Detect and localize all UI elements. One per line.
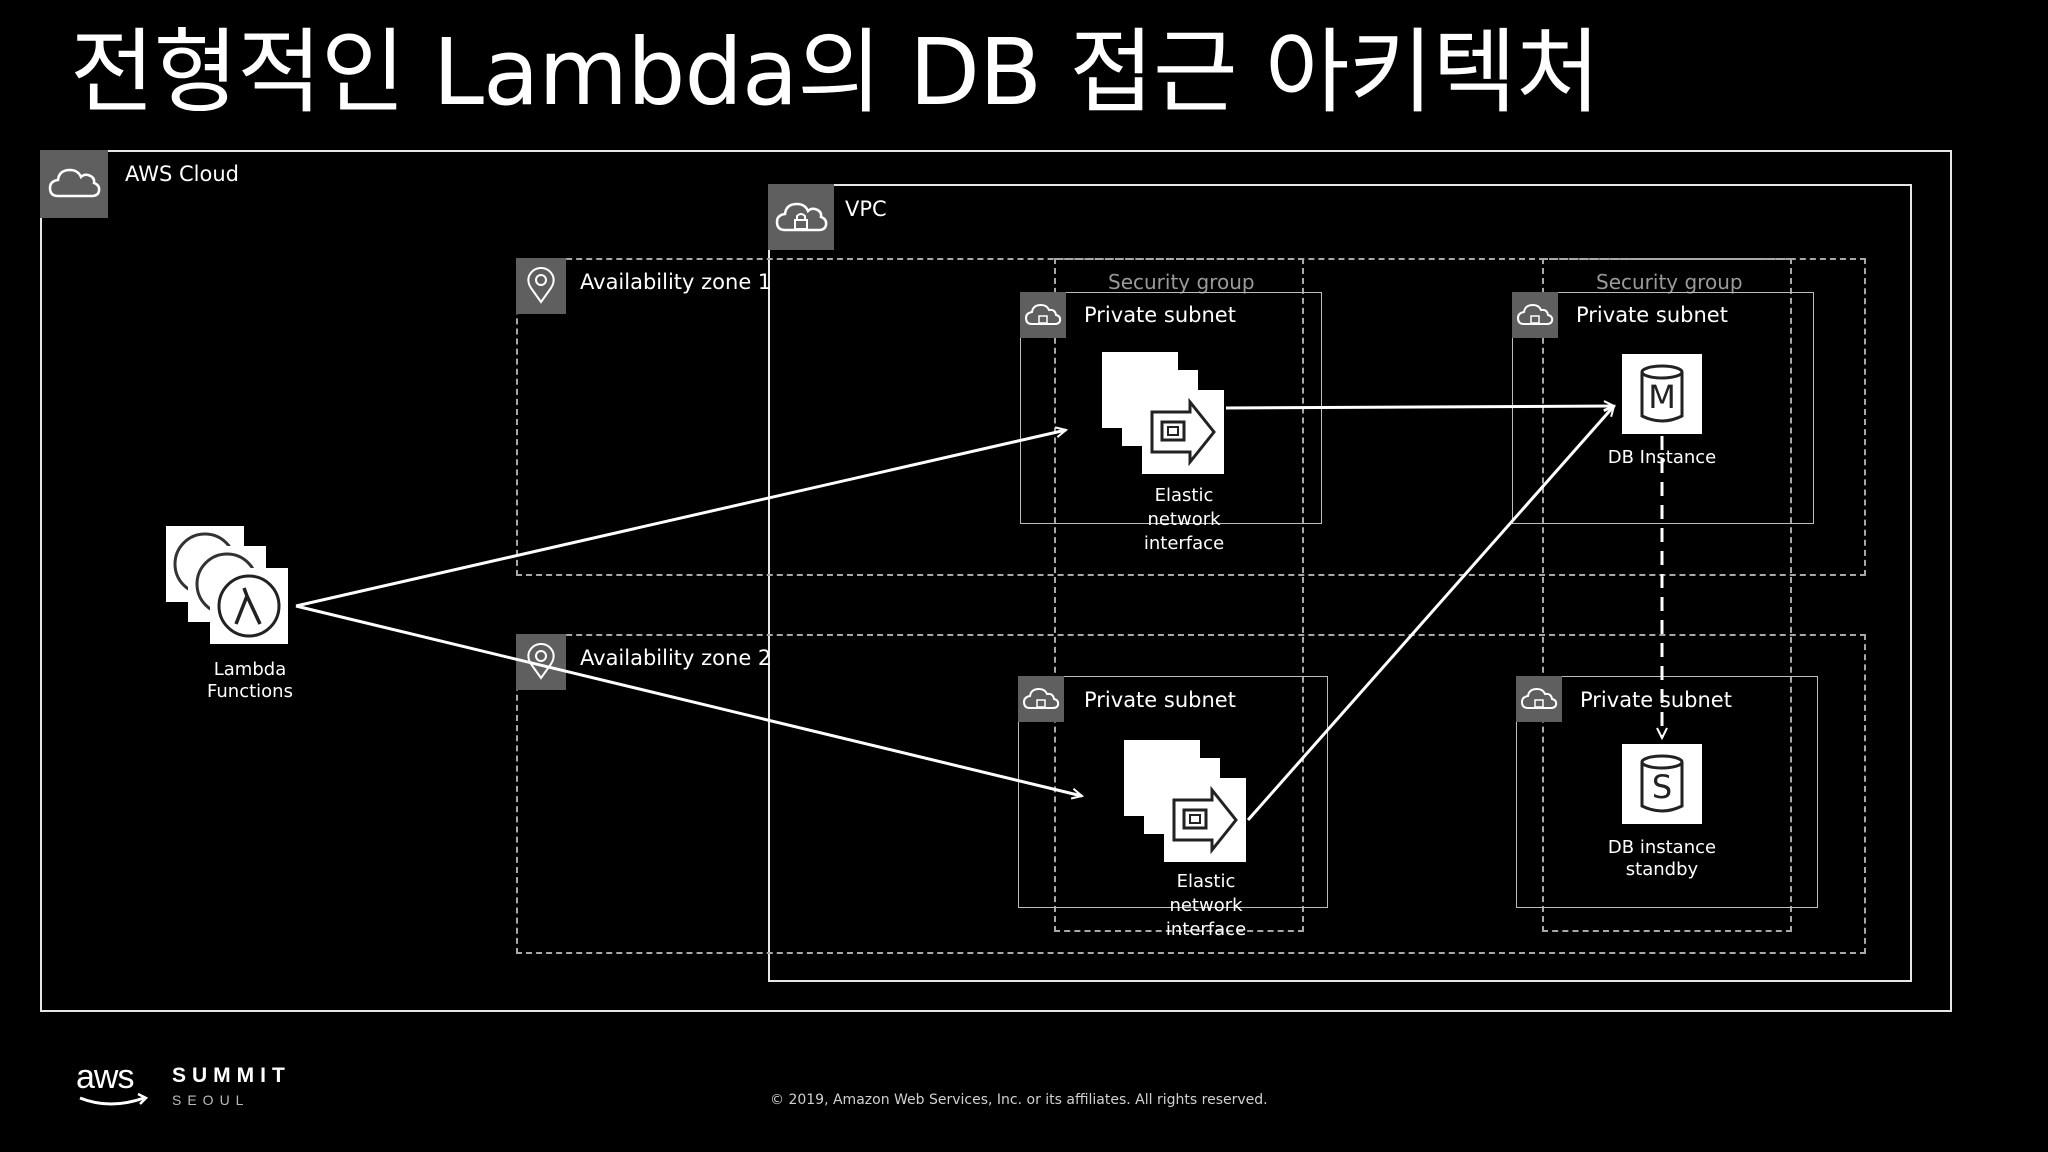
db-master-letter: M [1648, 378, 1676, 416]
aws-cloud-boundary [40, 150, 1952, 1012]
eni-icon [1122, 738, 1248, 864]
availability-zone-2 [516, 634, 1866, 954]
subnet-lock-icon [1516, 676, 1562, 722]
eni-1-line3: interface [1143, 533, 1225, 554]
city-label: SEOUL [172, 1092, 250, 1108]
subnet-lock-icon [1018, 676, 1064, 722]
db-standby-icon: S [1622, 744, 1702, 824]
private-subnet-3-label: Private subnet [1084, 688, 1236, 712]
private-subnet-4 [1516, 676, 1818, 908]
security-group-2 [1542, 258, 1792, 932]
availability-zone-1-label: Availability zone 1 [580, 270, 772, 294]
subnet-lock-icon [1512, 292, 1558, 338]
lambda-label-line2: Functions [207, 681, 293, 702]
aws-logo-text: aws [76, 1058, 134, 1096]
private-subnet-4-label: Private subnet [1580, 688, 1732, 712]
db-standby-label-line2: standby [1625, 859, 1699, 880]
eni-2-line2: network [1169, 895, 1243, 916]
copyright: © 2019, Amazon Web Services, Inc. or its… [770, 1092, 1268, 1108]
arrow-eni-2-to-db [1246, 406, 1614, 821]
eni-1-line1: Elastic [1154, 485, 1214, 506]
db-master-label: DB Instance [1607, 447, 1717, 468]
db-standby-letter: S [1651, 768, 1673, 806]
vpc-label: VPC [845, 197, 887, 221]
db-standby-label-line1: DB instance [1607, 837, 1717, 858]
arrow-lambda-to-eni-1 [295, 430, 1066, 608]
eni-2-line1: Elastic [1176, 871, 1236, 892]
vpc-boundary [768, 184, 1912, 982]
arrow-eni-1-to-db [1225, 406, 1614, 408]
subnet-lock-icon [1020, 292, 1066, 338]
cloud-lock-icon [768, 184, 834, 250]
aws-cloud-label: AWS Cloud [125, 162, 239, 186]
aws-logo: aws [76, 1058, 166, 1108]
security-group-1-label: Security group [1108, 270, 1255, 294]
eni-2-line3: interface [1165, 919, 1247, 940]
lambda-icon [164, 524, 294, 649]
private-subnet-1-label: Private subnet [1084, 303, 1236, 327]
private-subnet-2-label: Private subnet [1576, 303, 1728, 327]
cloud-icon [40, 150, 108, 218]
security-group-2-label: Security group [1596, 270, 1743, 294]
lambda-label-line1: Lambda [213, 659, 287, 680]
private-subnet-3 [1018, 676, 1328, 908]
summit-label: SUMMIT [172, 1064, 291, 1087]
db-master-icon: M [1622, 354, 1702, 434]
security-group-1 [1054, 258, 1304, 932]
eni-icon [1100, 350, 1226, 476]
arrow-lambda-to-eni-2 [295, 604, 1082, 796]
location-pin-icon [516, 258, 566, 314]
availability-zone-2-label: Availability zone 2 [580, 646, 772, 670]
page-title: 전형적인 Lambda의 DB 접근 아키텍처 [70, 19, 1600, 126]
eni-1-line2: network [1147, 509, 1221, 530]
